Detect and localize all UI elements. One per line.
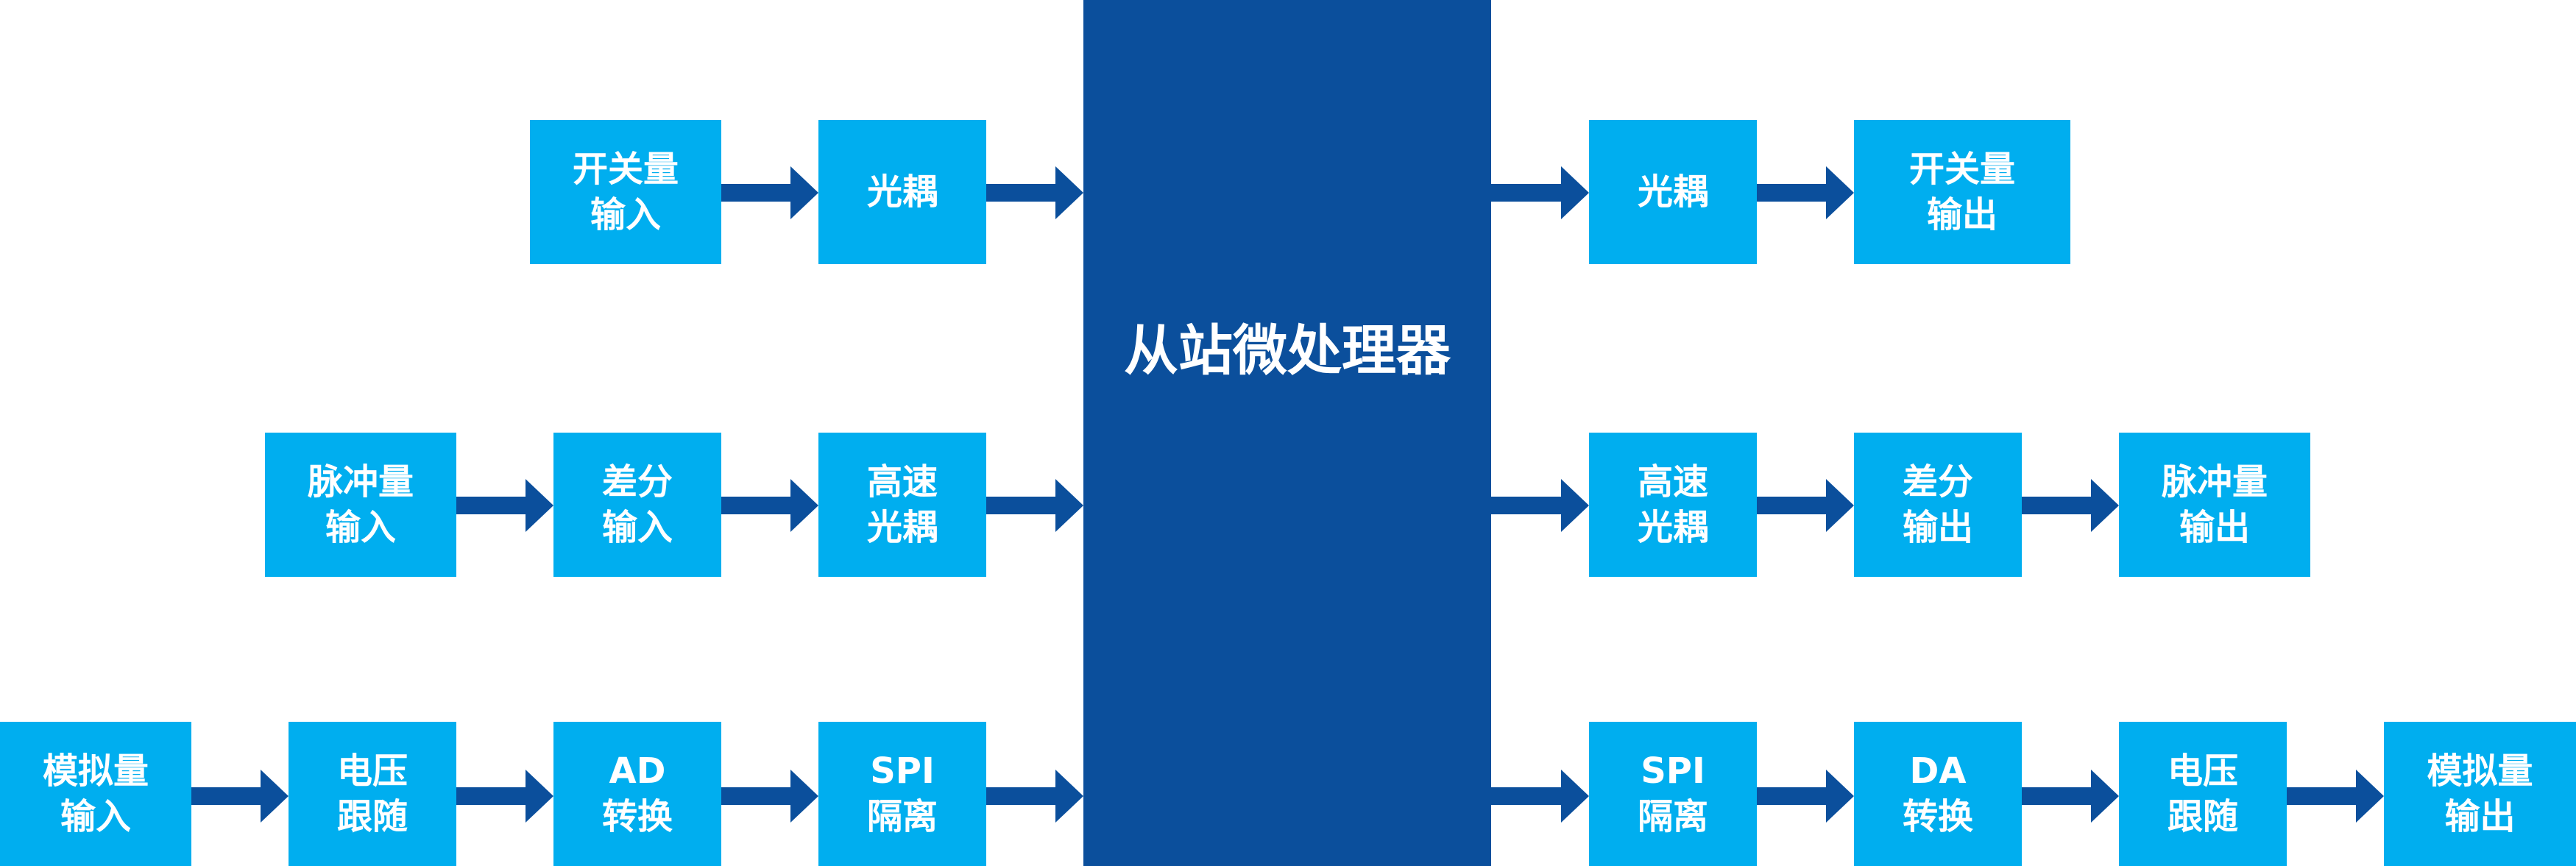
pulse-output-box: 脉冲量 输出 [2119,433,2310,577]
flow-arrow [1491,166,1589,219]
flow-arrow [2022,770,2119,823]
high-speed-optocoupler-output-line1: 高速 [1637,461,1708,503]
voltage-follower-input-box: 电压 跟随 [289,722,456,866]
analog-output-line2: 输出 [2444,796,2516,837]
voltage-follower-output-line2: 跟随 [2167,796,2238,837]
differential-input-line2: 输入 [601,507,673,548]
flow-arrow [986,770,1083,823]
flow-arrow [456,479,553,532]
analog-input-line2: 输入 [60,796,131,837]
optocoupler-output-line1: 光耦 [1637,171,1708,213]
flow-arrow [1757,479,1854,532]
mcu-label: 从站微处理器 [1124,319,1451,383]
flow-arrow [1491,479,1589,532]
analog-output-line1: 模拟量 [2427,750,2533,792]
ad-conversion-line1: AD [609,750,666,792]
da-conversion-line2: 转换 [1902,796,1973,837]
flow-arrow [1757,166,1854,219]
analog-input-box: 模拟量 输入 [0,722,191,866]
voltage-follower-input-line2: 跟随 [336,796,408,837]
spi-isolation-output-line1: SPI [1641,750,1705,792]
ad-conversion-box: AD 转换 [553,722,721,866]
switch-output-line2: 输出 [1926,194,1998,235]
pulse-input-line1: 脉冲量 [307,461,414,503]
flow-arrow [1757,770,1854,823]
switch-input-line2: 输入 [590,194,661,235]
flow-arrow [721,770,818,823]
optocoupler-input-line1: 光耦 [866,171,938,213]
flow-arrow [721,479,818,532]
flow-arrow [2287,770,2384,823]
spi-isolation-input-box: SPI 隔离 [818,722,986,866]
da-conversion-box: DA 转换 [1854,722,2022,866]
differential-input-line1: 差分 [601,461,673,503]
flow-arrow [721,166,818,219]
optocoupler-input-box: 光耦 [818,120,986,264]
high-speed-optocoupler-input-box: 高速 光耦 [818,433,986,577]
flow-arrow [2022,479,2119,532]
differential-output-line2: 输出 [1902,507,1973,548]
spi-isolation-output-box: SPI 隔离 [1589,722,1757,866]
da-conversion-line1: DA [1909,750,1967,792]
high-speed-optocoupler-input-line2: 光耦 [866,507,938,548]
differential-input-box: 差分 输入 [553,433,721,577]
pulse-output-line2: 输出 [2179,507,2250,548]
pulse-input-line2: 输入 [325,507,396,548]
voltage-follower-input-line1: 电压 [336,750,408,792]
pulse-input-box: 脉冲量 输入 [265,433,456,577]
flow-arrow [986,166,1083,219]
high-speed-optocoupler-output-line2: 光耦 [1637,507,1708,548]
high-speed-optocoupler-output-box: 高速 光耦 [1589,433,1757,577]
flow-arrow [191,770,289,823]
flow-arrow [1491,770,1589,823]
differential-output-box: 差分 输出 [1854,433,2022,577]
flow-arrow [456,770,553,823]
voltage-follower-output-line1: 电压 [2167,750,2238,792]
optocoupler-output-box: 光耦 [1589,120,1757,264]
spi-isolation-input-line1: SPI [870,750,935,792]
differential-output-line1: 差分 [1902,461,1973,503]
analog-input-line1: 模拟量 [42,750,149,792]
switch-output-box: 开关量 输出 [1854,120,2070,264]
analog-output-box: 模拟量 输出 [2384,722,2576,866]
spi-isolation-input-line2: 隔离 [866,796,938,837]
mcu-block: 从站微处理器 [1083,0,1491,866]
switch-input-box: 开关量 输入 [530,120,721,264]
pulse-output-line1: 脉冲量 [2161,461,2268,503]
flow-arrow [986,479,1083,532]
ad-conversion-line2: 转换 [601,796,673,837]
voltage-follower-output-box: 电压 跟随 [2119,722,2287,866]
high-speed-optocoupler-input-line1: 高速 [866,461,938,503]
switch-input-line1: 开关量 [572,149,679,190]
switch-output-line1: 开关量 [1908,149,2015,190]
spi-isolation-output-line2: 隔离 [1637,796,1708,837]
